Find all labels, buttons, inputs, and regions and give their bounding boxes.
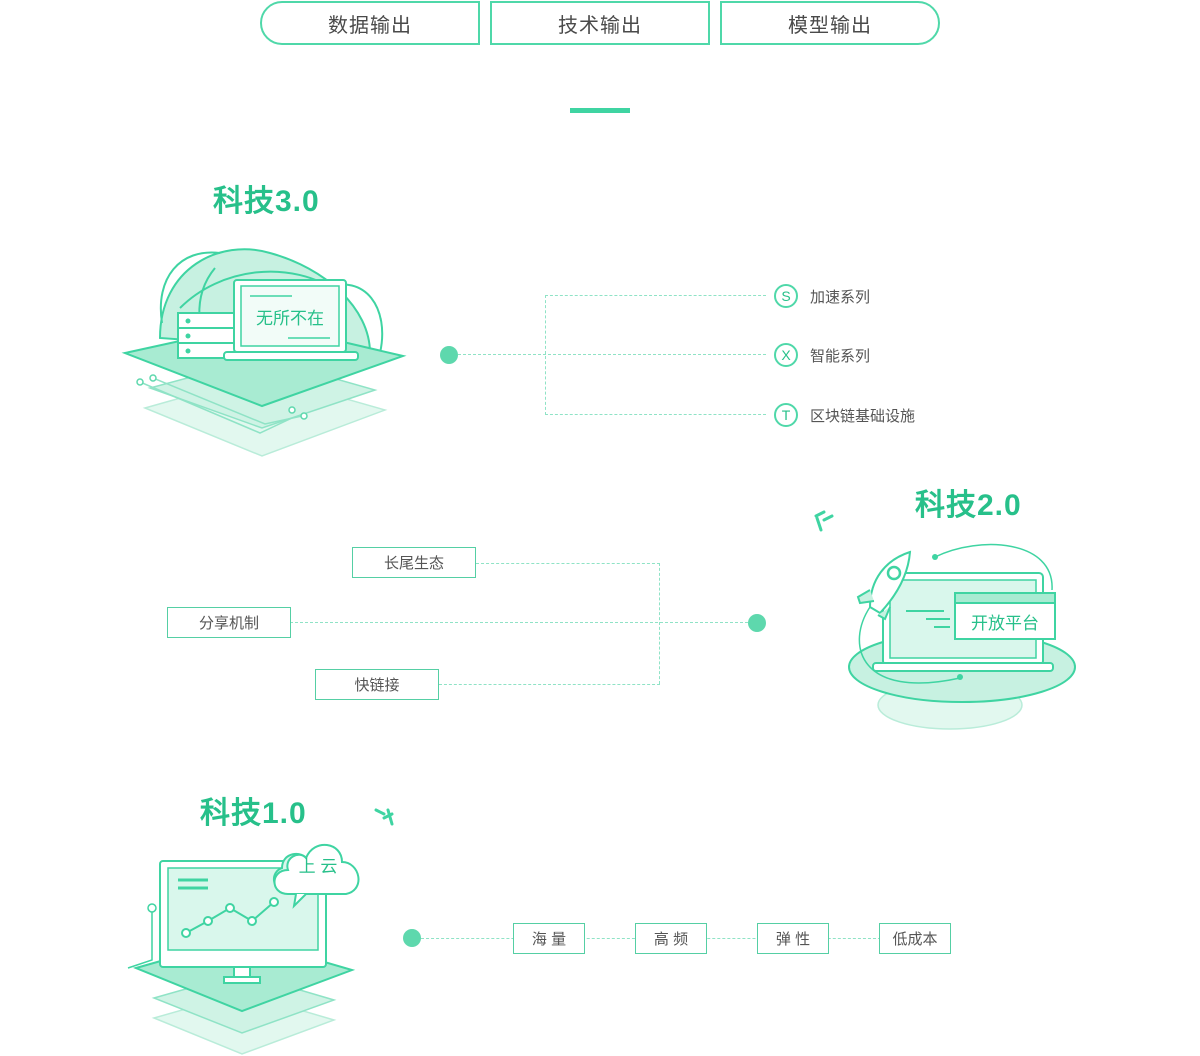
tech3-title: 科技3.0	[213, 185, 320, 218]
tag-low-cost-label: 低成本	[892, 931, 938, 948]
tag-sharing-label: 分享机制	[198, 615, 259, 632]
tab-data-output-label: 数据输出	[328, 14, 412, 37]
sparkle-icon	[814, 510, 834, 532]
tech2-line-main	[290, 622, 748, 623]
tag-high-frequency: 高 频	[635, 923, 707, 954]
tech1-cloud-text: 上 云	[299, 857, 338, 876]
x-badge-icon: X	[774, 343, 798, 367]
sparkle-icon	[374, 808, 394, 826]
tab-model-output[interactable]: 模型输出	[720, 1, 940, 45]
tech3-line-bottom	[545, 414, 766, 415]
tag-elastic: 弹 性	[757, 923, 829, 954]
tech2-line-bottom	[439, 684, 660, 685]
tag-long-tail-label: 长尾生态	[383, 555, 444, 572]
tech2-line-vertical	[659, 563, 660, 684]
tech1-title: 科技1.0	[200, 797, 307, 830]
tab-model-output-label: 模型输出	[788, 14, 872, 37]
tech2-line-top	[476, 563, 660, 564]
tab-tech-output[interactable]: 技术输出	[490, 1, 710, 45]
tag-massive: 海 量	[513, 923, 585, 954]
tag-quick-link: 快链接	[315, 669, 439, 700]
tech3-line-top	[545, 295, 766, 296]
feature-intelligent-label: 智能系列	[810, 347, 871, 365]
tech3-illustration: 无所不在	[121, 248, 407, 457]
tag-massive-label: 海 量	[531, 931, 567, 948]
tag-quick-link-label: 快链接	[354, 677, 400, 694]
s-badge-icon: S	[774, 284, 798, 308]
active-indicator	[570, 108, 630, 113]
tech2-node	[748, 614, 766, 632]
feature-intelligent: X 智能系列	[774, 343, 870, 367]
tag-elastic-label: 弹 性	[775, 931, 811, 948]
tech1-illustration: 上 云	[127, 843, 360, 1055]
tech3-line-main	[458, 354, 766, 355]
feature-blockchain: T 区块链基础设施	[774, 403, 915, 427]
tab-tech-output-label: 技术输出	[558, 14, 642, 37]
tech3-line-vertical	[545, 295, 546, 415]
tag-low-cost: 低成本	[879, 923, 951, 954]
tech2-illustration: 开放平台	[848, 543, 1076, 730]
tab-data-output[interactable]: 数据输出	[260, 1, 480, 45]
tech3-screen-text: 无所不在	[256, 309, 324, 328]
tech2-screen-text: 开放平台	[971, 614, 1039, 633]
feature-blockchain-label: 区块链基础设施	[810, 407, 916, 425]
t-badge-icon: T	[774, 403, 798, 427]
feature-accelerate-label: 加速系列	[810, 288, 871, 306]
feature-accelerate: S 加速系列	[774, 284, 870, 308]
tag-long-tail: 长尾生态	[352, 547, 476, 578]
tech1-node	[403, 929, 421, 947]
tech2-title: 科技2.0	[915, 489, 1022, 522]
tag-sharing: 分享机制	[167, 607, 291, 638]
tag-high-frequency-label: 高 频	[653, 931, 689, 948]
tech3-node	[440, 346, 458, 364]
